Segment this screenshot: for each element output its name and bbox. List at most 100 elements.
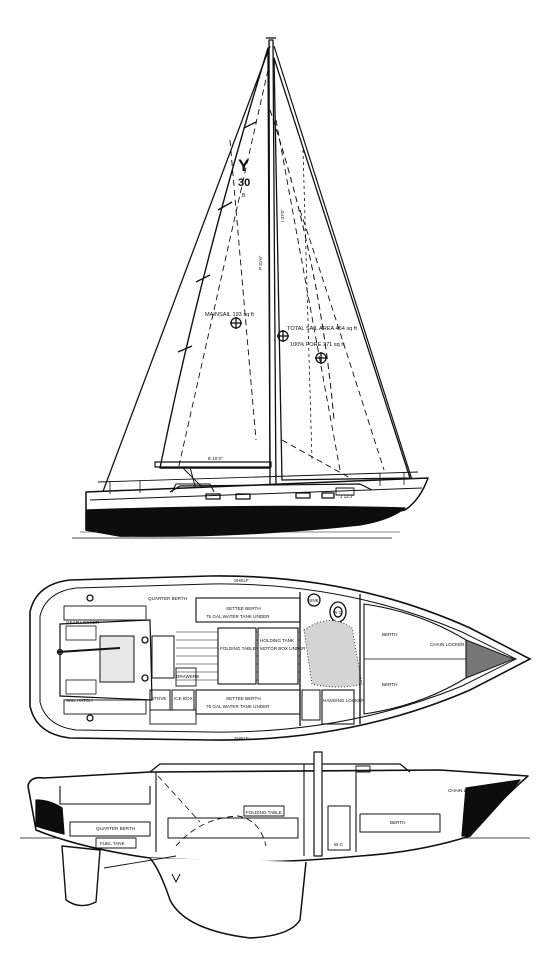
- fore-center-of-effort-icon: [315, 352, 327, 364]
- total-center-of-effort-icon: [277, 330, 289, 342]
- accommodation-plan-labels: SHELF SHELF QUARTER BERTH GEAR LOCKER SA…: [66, 578, 465, 741]
- profile-wc-label: W C: [334, 842, 344, 847]
- hanging-locker-label: HANGING LOCKER: [323, 698, 365, 703]
- profile-berth-label: BERTH: [390, 820, 406, 825]
- lifeline: [97, 471, 419, 483]
- batten-1: [243, 121, 257, 129]
- mainsheet: [189, 466, 197, 491]
- stove-label: STOVE: [151, 696, 167, 701]
- batten-4: [177, 345, 193, 353]
- bow-shading: [461, 779, 521, 837]
- profile-fuel-tank: [95, 837, 137, 849]
- j-dimension-label: J 12'3": [340, 494, 354, 499]
- dashed-leech-line: [229, 139, 257, 441]
- rudder: [61, 845, 101, 907]
- settee-berth-top: [195, 597, 301, 623]
- port-light-3: [295, 492, 311, 499]
- fore-area-label: 100% FORE 271 sq ft: [290, 342, 345, 348]
- dashed-shroud-line: [177, 69, 269, 471]
- deck-box: [335, 487, 355, 496]
- cockpit-seat-top: [63, 605, 147, 621]
- cockpit-seat-bottom: [63, 699, 147, 715]
- profile-mast: [313, 751, 323, 857]
- sail-hatch-lid: [99, 635, 135, 683]
- port-light-4: [321, 492, 335, 499]
- mainsail: [159, 47, 271, 469]
- profile-v-berth: [359, 813, 441, 833]
- port-light-2: [235, 493, 251, 500]
- sink-label: SINK: [308, 598, 320, 603]
- boom: [154, 461, 272, 468]
- shelf-top-label: SHELF: [234, 578, 249, 583]
- inner-hull-line: [39, 583, 518, 733]
- keel: [149, 857, 307, 939]
- motor-box: [257, 627, 299, 685]
- tiller: [57, 647, 121, 653]
- profile-dorade: [355, 765, 371, 773]
- berth-bottom-label: BERTH: [382, 682, 398, 687]
- profile-stairs: [157, 775, 201, 823]
- dashed-genoa-outline: [275, 119, 341, 471]
- propeller-shaft: [103, 855, 177, 869]
- profile-engine: [175, 815, 267, 847]
- inboard-profile: [20, 751, 530, 939]
- chain-locker-label: CHAIN LOCKER: [430, 642, 465, 647]
- winch-bottom: [141, 674, 149, 682]
- sail-hatch-box: [65, 679, 97, 695]
- profile-cabin-top: [149, 763, 411, 773]
- profile-head-cabinet: [327, 805, 351, 851]
- drawers: [175, 667, 197, 687]
- sail-hatch-label: SAIL HATCH: [66, 698, 93, 703]
- logo-mark: Y: [238, 156, 250, 175]
- motor-box-under-label: MOTOR BOX UNDER: [260, 646, 306, 651]
- profile-quarter-berth-label: QUARTER BERTH: [96, 826, 135, 831]
- water-tank-bottom-label: 75 GAL WATER TANK UNDER: [206, 704, 270, 709]
- jib: [273, 57, 411, 481]
- sail-plan: [72, 37, 429, 539]
- berth-top-label: BERTH: [382, 632, 398, 637]
- dodger: [171, 483, 215, 493]
- folding-table: [217, 627, 257, 685]
- drawers-label: DRAWERS: [176, 674, 199, 679]
- gear-locker-label: GEAR LOCKER: [66, 620, 100, 625]
- dashed-forestay-inner: [299, 209, 385, 471]
- head-sole-stipple: [303, 620, 363, 688]
- port-light-1: [205, 493, 221, 500]
- cockpit: [59, 619, 153, 701]
- batten-3: [195, 274, 211, 283]
- profile-quarter-berth: [69, 821, 151, 837]
- profile-folding-table-label: FOLDING TABLE: [246, 810, 282, 815]
- water-tank-top-label: 75 GAL WATER TANK UNDER: [206, 614, 270, 619]
- p-dimension-label: P 31'6": [258, 255, 263, 270]
- profile-settee: [167, 817, 299, 839]
- holding-tank-label: HOLDING TANK: [260, 638, 295, 643]
- holding-tank-box: [301, 689, 321, 721]
- i-dimension-label: I 37'0": [280, 209, 285, 222]
- logo-number: 30: [238, 177, 250, 189]
- mainsail-center-of-effort-icon: [230, 317, 242, 329]
- folding-table-label: FOLDING TABLE: [220, 646, 256, 651]
- e-dimension-label: E 10'3": [208, 456, 223, 461]
- shelf-bottom-label: SHELF: [234, 736, 249, 741]
- batten-2: [217, 201, 233, 211]
- mainsail-area-label: MAINSAIL 193 sq ft: [205, 312, 254, 318]
- accommodation-plan: [29, 575, 532, 741]
- inboard-profile-labels: CHAIN LOCKER QUARTER BERTH FUEL TANK FOL…: [96, 788, 483, 847]
- tiller-pivot: [56, 648, 64, 656]
- settee-berth-bottom: [195, 689, 301, 715]
- settee-berth-top-label: SETTEE BERTH: [226, 606, 261, 611]
- settee-berth-bottom-label: SETTEE BERTH: [226, 696, 261, 701]
- profile-fuel-tank-label: FUEL TANK: [100, 841, 126, 846]
- total-sail-area-label: TOTAL SAIL AREA 464 sq ft: [287, 326, 357, 332]
- cleat-top: [86, 594, 94, 602]
- hanging-locker: [321, 689, 355, 725]
- cabin-trunk: [169, 483, 373, 493]
- winch-top: [141, 636, 149, 644]
- profile-cockpit: [59, 786, 151, 805]
- profile-chain-locker-label: CHAIN LOCKER: [448, 788, 483, 793]
- logo-suffix: B: [242, 193, 246, 199]
- profile-folding-table: [243, 805, 285, 817]
- companionway: [151, 635, 175, 679]
- quarter-berth-label: QUARTER BERTH: [148, 596, 187, 601]
